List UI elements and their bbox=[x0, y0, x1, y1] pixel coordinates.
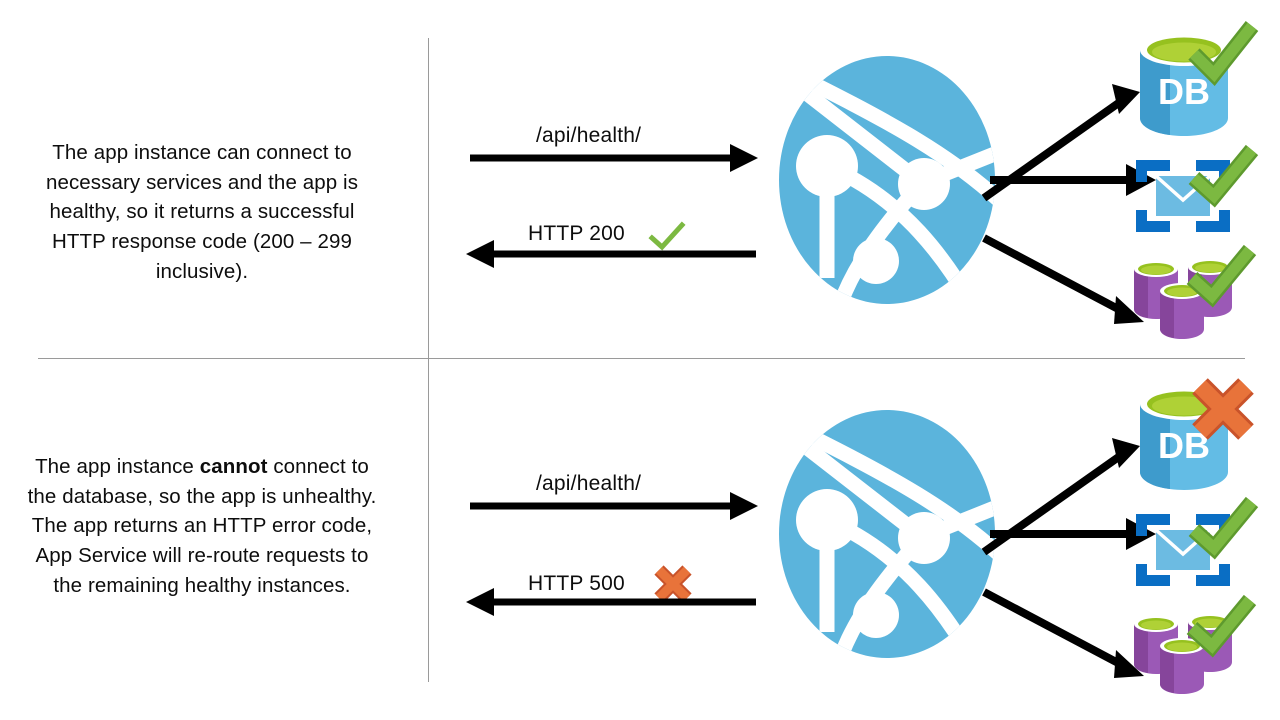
scenario-description-unhealthy: The app instance cannot connect to the d… bbox=[22, 452, 382, 601]
desc-part-1: The app instance bbox=[35, 455, 200, 478]
horizontal-divider bbox=[38, 358, 1245, 359]
database-label: DB bbox=[1158, 71, 1210, 112]
x-icon bbox=[654, 565, 692, 603]
check-icon bbox=[648, 221, 686, 251]
request-arrow-unhealthy bbox=[470, 492, 758, 520]
globe-network-icon bbox=[779, 410, 995, 658]
response-label-healthy: HTTP 200 bbox=[528, 222, 625, 245]
desc-part-bold: cannot bbox=[199, 455, 268, 478]
scenario-row-unhealthy: The app instance cannot connect to the d… bbox=[0, 360, 1280, 720]
check-icon bbox=[1188, 144, 1259, 208]
storage-queue-icon bbox=[1134, 259, 1232, 339]
x-icon bbox=[1192, 378, 1254, 440]
response-arrow-healthy bbox=[466, 240, 756, 268]
response-label-unhealthy: HTTP 500 bbox=[528, 572, 625, 595]
request-arrow-healthy bbox=[470, 144, 758, 172]
response-arrow-unhealthy bbox=[466, 588, 756, 616]
check-icon bbox=[1186, 594, 1257, 658]
check-icon bbox=[1188, 21, 1259, 87]
vertical-divider bbox=[428, 38, 429, 682]
request-label-healthy: /api/health/ bbox=[536, 124, 642, 147]
desc-part-3: connect to the database, so the app is u… bbox=[27, 455, 377, 597]
scenario-description-healthy: The app instance can connect to necessar… bbox=[45, 141, 359, 283]
scenario-row-healthy: The app instance can connect to necessar… bbox=[45, 21, 1259, 339]
globe-network-icon bbox=[779, 56, 995, 304]
check-icon bbox=[1188, 496, 1259, 560]
check-icon bbox=[1186, 244, 1257, 308]
request-label-unhealthy: /api/health/ bbox=[536, 472, 642, 495]
